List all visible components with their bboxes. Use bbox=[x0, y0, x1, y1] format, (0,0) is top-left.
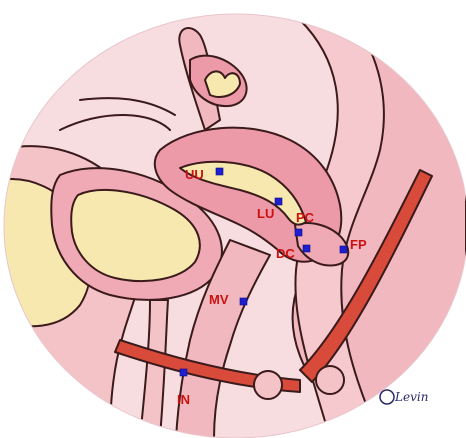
label-lu: LU bbox=[257, 206, 274, 221]
marker-lu bbox=[275, 198, 282, 205]
label-uu: UU bbox=[185, 167, 204, 182]
label-mv: MV bbox=[209, 292, 229, 307]
artist-signature: Levin bbox=[380, 390, 428, 404]
marker-pc bbox=[295, 229, 302, 236]
label-in: IN bbox=[177, 392, 190, 407]
label-dc: DC bbox=[276, 246, 295, 261]
signature-text: Levin bbox=[394, 390, 428, 404]
marker-mv bbox=[240, 298, 247, 305]
marker-uu bbox=[216, 168, 223, 175]
label-fp: FP bbox=[350, 237, 367, 252]
label-pc: PC bbox=[296, 210, 315, 225]
marker-fp bbox=[340, 246, 347, 253]
anal-ring-left bbox=[254, 371, 282, 399]
marker-in bbox=[180, 369, 187, 376]
anal-ring-right bbox=[316, 366, 344, 394]
signature-c-mark bbox=[380, 390, 394, 404]
marker-dc bbox=[303, 245, 310, 252]
